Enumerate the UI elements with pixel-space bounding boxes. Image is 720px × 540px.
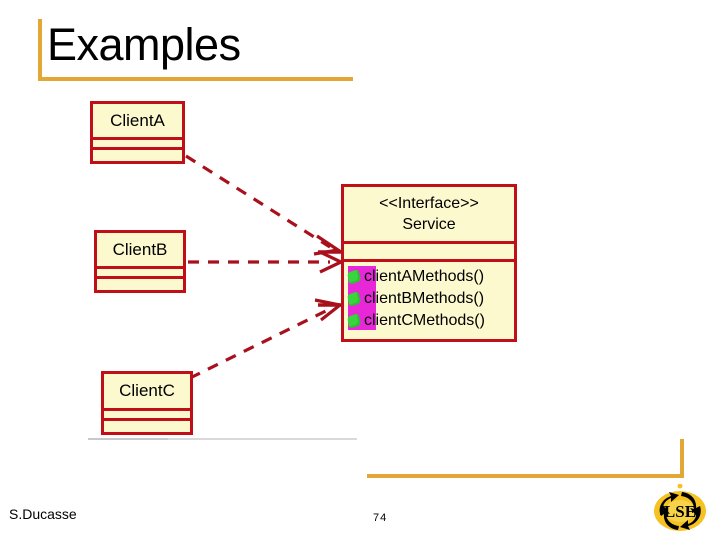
uml-attributes-compartment — [97, 269, 183, 279]
footer-author: S.Ducasse — [9, 506, 77, 522]
uml-attributes-compartment — [344, 244, 514, 262]
uml-method-row[interactable]: clientAMethods() — [344, 266, 514, 288]
uml-stereotype: <<Interface>> — [379, 195, 479, 212]
uml-operations-compartment — [93, 150, 182, 160]
uml-method-label: clientAMethods() — [364, 268, 485, 285]
content-placeholder-rule — [88, 438, 357, 440]
relation-clienta-to-service — [185, 154, 343, 256]
uml-interface-service[interactable]: <<Interface>> Service clientAMethods() c… — [341, 184, 517, 342]
uml-interface-name: Service — [402, 216, 456, 233]
uml-attributes-compartment — [93, 140, 182, 150]
footer-page-number: 74 — [373, 512, 388, 524]
uml-attributes-compartment — [104, 411, 190, 421]
uml-class-clienta[interactable]: ClientA — [90, 101, 185, 164]
uml-class-name: ClientC — [104, 374, 190, 411]
uml-class-name: ClientA — [93, 104, 182, 140]
page-title: Examples — [47, 19, 241, 70]
uml-class-name: ClientB — [97, 233, 183, 269]
uml-interface-header: <<Interface>> Service — [344, 187, 514, 244]
title-accent-vertical-rule — [38, 19, 42, 81]
uml-operations-compartment — [104, 421, 190, 431]
green-gem-bullet-icon — [347, 291, 361, 307]
uml-method-row[interactable]: clientCMethods() — [344, 310, 514, 332]
green-gem-bullet-icon — [347, 313, 361, 329]
footer-accent-vertical-rule — [680, 439, 684, 478]
content-placeholder-rule-segment — [88, 438, 168, 440]
lse-logo-text: LSE — [664, 502, 696, 521]
uml-method-label: clientCMethods() — [364, 312, 485, 329]
uml-method-row[interactable]: clientBMethods() — [344, 288, 514, 310]
uml-operations-compartment — [97, 279, 183, 289]
footer-accent-horizontal-rule — [367, 474, 683, 478]
lse-logo: LSE — [654, 484, 706, 531]
relation-clientb-to-service — [188, 250, 345, 274]
title-accent-horizontal-rule — [38, 77, 353, 81]
uml-method-label: clientBMethods() — [364, 290, 485, 307]
uml-operations-compartment: clientAMethods() clientBMethods() client… — [344, 262, 514, 342]
uml-class-clientc[interactable]: ClientC — [101, 371, 193, 435]
green-gem-bullet-icon — [347, 269, 361, 285]
uml-class-clientb[interactable]: ClientB — [94, 230, 186, 293]
relation-clientc-to-service — [189, 298, 344, 380]
